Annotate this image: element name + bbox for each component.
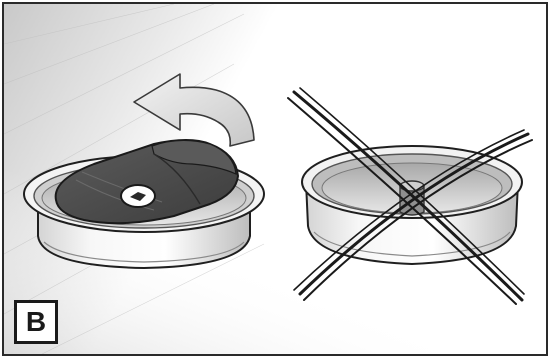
illustration-scene	[4, 4, 548, 356]
empty-container	[302, 146, 522, 264]
panel-label: B	[14, 300, 58, 344]
